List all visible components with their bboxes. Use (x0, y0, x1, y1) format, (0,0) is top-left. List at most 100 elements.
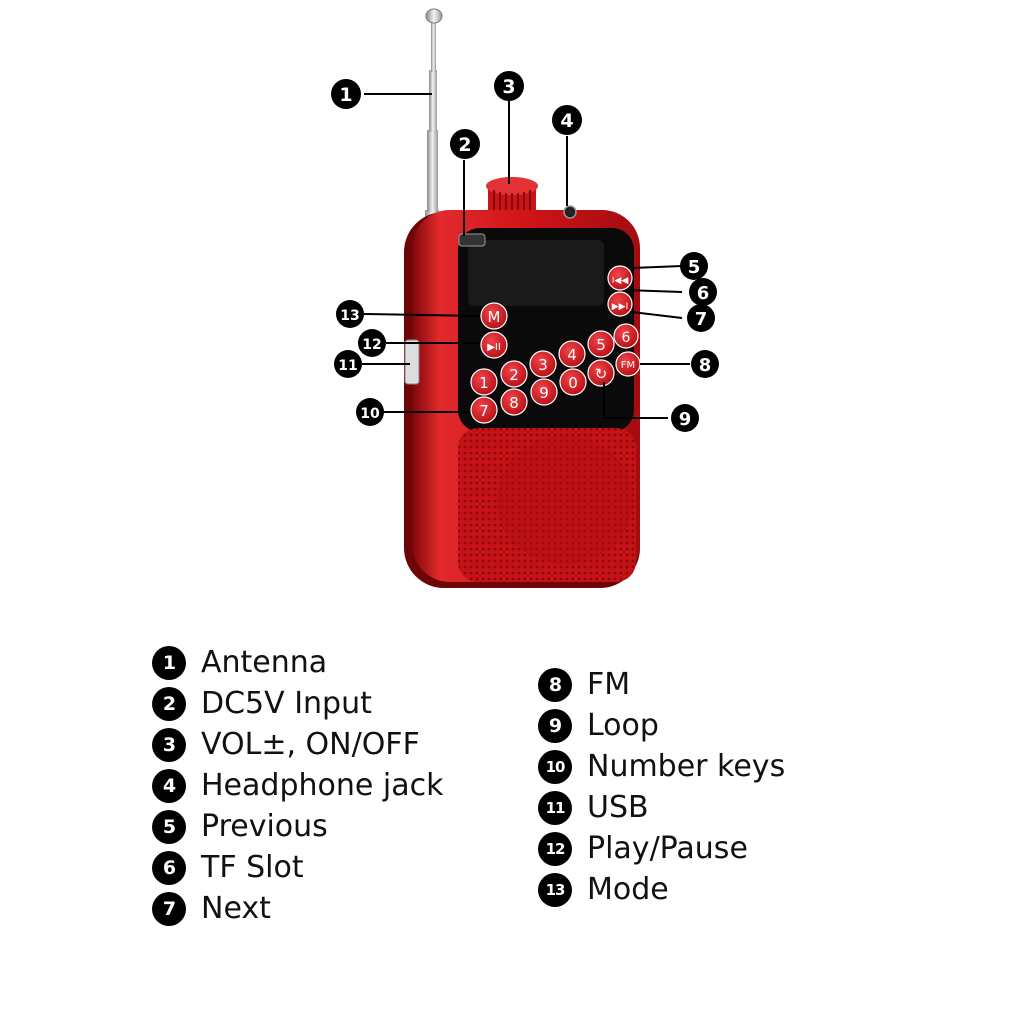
legend-item: 9 Loop (538, 705, 785, 746)
callout-11-label: 11 (338, 358, 357, 374)
legend-number: 11 (538, 790, 572, 825)
legend-item: 7 Next (152, 888, 443, 929)
legend-label: Next (201, 891, 271, 926)
callout-5 (680, 252, 708, 280)
mode-key-label: M (488, 308, 501, 326)
callout-2-label: 2 (458, 134, 471, 156)
loop-key (587, 359, 615, 387)
legend-label: Antenna (201, 645, 328, 680)
callouts: 1 2 3 4 5 6 7 8 9 10 11 12 13 (331, 71, 719, 432)
legend-number: 3 (152, 727, 186, 762)
number-key-6-label: 6 (622, 330, 631, 346)
callout-10-label: 10 (360, 406, 380, 422)
keypad: I◀◀ ▶▶I M ▶II 6 FM 1 2 3 4 5 8 9 0 ↻ 7 (470, 265, 641, 424)
legend-item: 1 Antenna (152, 642, 443, 683)
legend-number: 10 (538, 749, 572, 784)
legend-number: 9 (538, 708, 572, 743)
legend-number: 7 (152, 891, 186, 926)
callout-13 (336, 300, 364, 328)
legend-item: 8 FM (538, 664, 785, 705)
legend-item: 3 VOL±, ON/OFF (152, 724, 443, 765)
legend-label: Play/Pause (587, 831, 748, 866)
callout-12-label: 12 (362, 337, 381, 353)
leader-lines (362, 93, 690, 419)
play-pause-key (480, 331, 508, 359)
prev-key (607, 265, 633, 291)
legend-label: VOL±, ON/OFF (201, 727, 420, 762)
legend-label: Loop (587, 708, 659, 743)
callout-1-label: 1 (339, 84, 352, 106)
callout-3 (494, 71, 524, 101)
number-key (558, 340, 586, 368)
legend-label: TF Slot (201, 850, 304, 885)
legend-number: 2 (152, 686, 186, 721)
callout-3-label: 3 (502, 76, 515, 98)
legend-item: 5 Previous (152, 806, 443, 847)
number-key (470, 396, 498, 424)
legend-right: 8 FM 9 Loop 10 Number keys 11 USB 12 Pla… (538, 664, 785, 910)
next-key (607, 291, 633, 317)
number-key-label: 4 (567, 346, 577, 364)
play-pause-key-label: ▶II (487, 342, 501, 353)
callout-4-label: 4 (560, 110, 573, 132)
loop-key-label: ↻ (595, 365, 608, 383)
legend-number: 6 (152, 850, 186, 885)
legend-item: 2 DC5V Input (152, 683, 443, 724)
prev-key-label: I◀◀ (612, 276, 629, 286)
legend-label: Number keys (587, 749, 786, 784)
legend-item: 4 Headphone jack (152, 765, 443, 806)
legend-label: DC5V Input (201, 686, 372, 721)
callout-11 (334, 350, 362, 378)
next-key-label: ▶▶I (612, 302, 629, 312)
legend-item: 6 TF Slot (152, 847, 443, 888)
callout-6-label: 6 (697, 283, 710, 304)
legend-item: 12 Play/Pause (538, 828, 785, 869)
legend-number: 1 (152, 645, 186, 680)
legend-label: Previous (201, 809, 328, 844)
number-key-label: 8 (509, 394, 519, 412)
legend-item: 10 Number keys (538, 746, 785, 787)
number-key-label: 7 (479, 402, 489, 420)
legend-left: 1 Antenna 2 DC5V Input 3 VOL±, ON/OFF 4 … (152, 642, 443, 929)
number-key-label: 9 (539, 384, 549, 402)
callout-4 (552, 105, 582, 135)
legend-label: USB (587, 790, 649, 825)
callout-8-label: 8 (699, 355, 712, 376)
callout-7-label: 7 (695, 309, 708, 330)
callout-12 (358, 329, 386, 357)
callout-10 (356, 398, 384, 426)
legend-label: Headphone jack (201, 768, 444, 803)
legend-label: Mode (587, 872, 669, 907)
callout-13-label: 13 (340, 308, 359, 324)
legend-item: 11 USB (538, 787, 785, 828)
callout-6 (689, 278, 717, 306)
callout-5-label: 5 (688, 257, 701, 278)
number-key (587, 330, 615, 358)
mode-key (480, 302, 508, 330)
legend-item: 13 Mode (538, 869, 785, 910)
legend-number: 4 (152, 768, 186, 803)
number-key-6 (613, 323, 639, 349)
number-key-label: 2 (509, 366, 519, 384)
legend-number: 5 (152, 809, 186, 844)
callout-7 (687, 304, 715, 332)
callout-9 (671, 404, 699, 432)
number-key (470, 368, 498, 396)
callout-9-label: 9 (679, 409, 692, 430)
callout-8 (691, 350, 719, 378)
number-key (530, 378, 558, 406)
legend-label: FM (587, 667, 631, 702)
number-key (529, 350, 557, 378)
number-key (559, 368, 587, 396)
legend-number: 8 (538, 667, 572, 702)
number-key (500, 360, 528, 388)
legend-number: 13 (538, 872, 572, 907)
fm-key-label: FM (621, 360, 635, 371)
radio-diagram: I◀◀ ▶▶I M ▶II 6 FM 1 2 3 4 5 8 9 0 ↻ 7 (331, 8, 719, 588)
number-key-label: 5 (596, 336, 606, 354)
number-key-label: 3 (538, 356, 548, 374)
callout-2 (450, 129, 480, 159)
number-key-label: 1 (479, 374, 489, 392)
callout-1 (331, 79, 361, 109)
number-key-label: 0 (568, 374, 578, 392)
